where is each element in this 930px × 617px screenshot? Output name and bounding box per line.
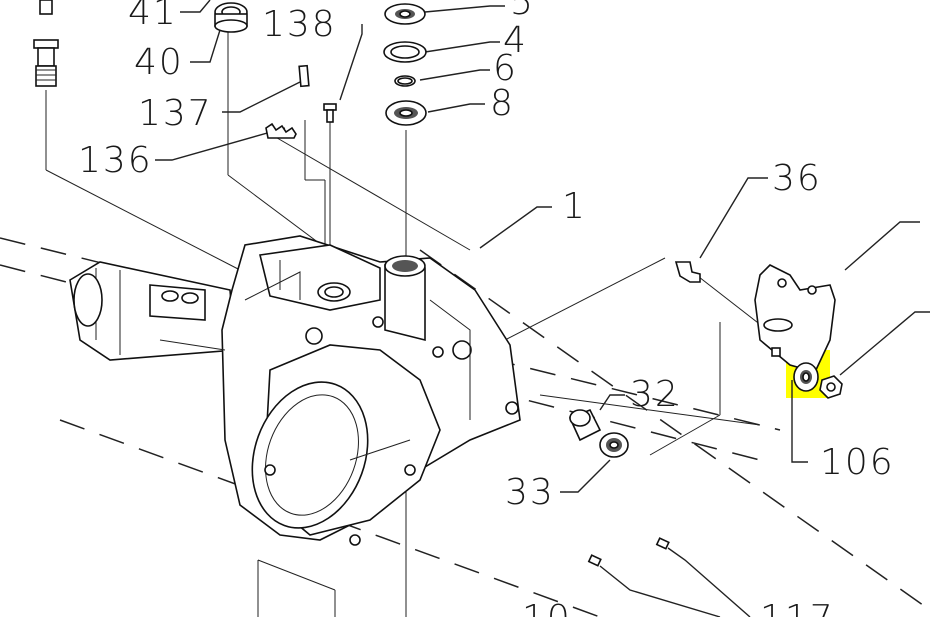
bearing-part-8 [385, 100, 427, 126]
bracket-part-36 [674, 261, 701, 283]
screw-part-138 [323, 103, 337, 123]
nut-part [819, 375, 843, 399]
callout-117: 117 [760, 598, 835, 617]
callout-136: 136 [78, 140, 153, 181]
callout-8: 8 [490, 83, 515, 124]
callout-5: 5 [510, 0, 535, 23]
callout-32: 32 [630, 374, 680, 415]
callout-106: 106 [820, 442, 895, 483]
ring-part-6 [394, 75, 416, 87]
callout-138: 138 [262, 4, 337, 45]
housing-part-1 [69, 235, 521, 546]
bearing-part-41 [214, 2, 248, 33]
bearing-part-33 [599, 432, 629, 458]
plate-part [754, 264, 836, 373]
callout-41: 41 [128, 0, 178, 33]
bushing-part-32 [568, 408, 602, 442]
callout-40: 40 [134, 42, 184, 83]
pin-part-137 [298, 64, 310, 88]
callout-137: 137 [138, 93, 213, 134]
callout-1: 1 [562, 186, 587, 227]
callout-33: 33 [505, 472, 555, 513]
spring-part-136 [265, 122, 297, 139]
callout-10: 10 [522, 598, 572, 617]
callout-6: 6 [493, 48, 518, 89]
fitting-part-40-41 [33, 0, 59, 87]
bearing-part-5 [384, 3, 426, 25]
callout-36: 36 [772, 158, 822, 199]
seal-part-4 [383, 41, 427, 63]
washer-part-106 [793, 362, 819, 392]
callout-4: 4 [503, 20, 528, 61]
callout-leaders [155, 0, 930, 617]
callout-labels: 41 40 138 137 136 5 4 6 8 1 36 32 33 106… [78, 0, 895, 617]
dowel-pins [587, 537, 670, 567]
